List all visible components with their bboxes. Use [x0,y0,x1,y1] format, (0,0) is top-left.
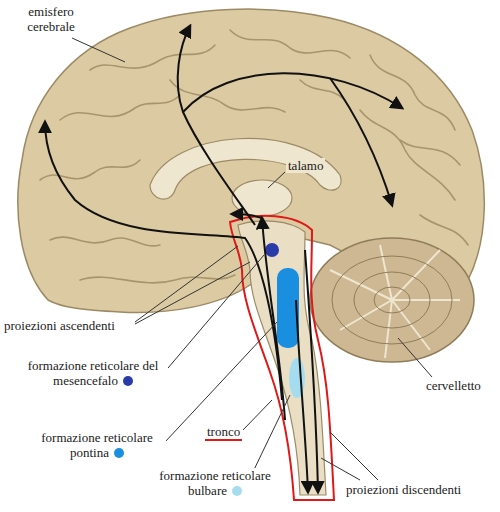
legend-text: formazione reticolare pontina [41,430,153,460]
leader-lines [72,38,432,480]
part-label: proiezioni discendenti [344,482,463,497]
part-label: tronco [205,424,242,441]
legend-text: formazione reticolare bulbare [159,468,271,498]
brainstem [230,216,334,500]
part-label: emisfero cerebrale [8,4,94,34]
legend-item: formazione reticolare del mesencefalo [18,358,168,388]
legend-item: formazione reticolare pontina [28,430,166,460]
legend-swatch [123,376,133,386]
legend-swatch [232,486,242,496]
projection-arrows [45,26,402,492]
part-label: proiezioni ascendenti [2,318,117,333]
part-label: talamo [286,158,325,173]
cerebellum [310,238,474,362]
legend-text: formazione reticolare del mesencefalo [28,358,159,388]
part-label: cervelletto [424,378,483,393]
legend-item: formazione reticolare bulbare [148,468,282,498]
legend-swatch [114,448,124,458]
